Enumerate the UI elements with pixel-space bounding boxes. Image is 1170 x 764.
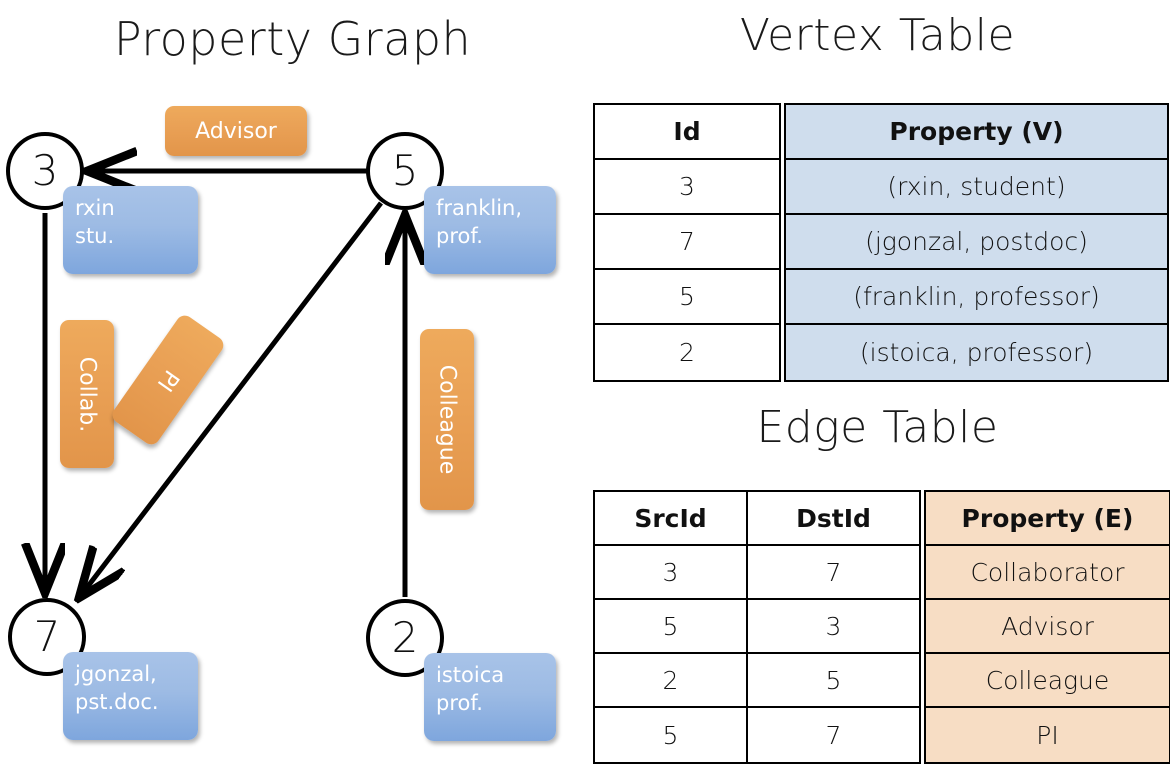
vertex-table-header-id: Id [595,105,779,160]
graph-node-7-property-line2: pst.doc. [75,689,159,714]
graph-node-3-property-line1: rxin [75,196,115,220]
edge-label-advisor: Advisor [165,106,307,156]
table-row: (franklin, professor) [786,270,1167,325]
graph-node-2-label: 2 [391,613,419,662]
graph-node-3-label: 3 [31,146,59,195]
edge-table-header-srcid: SrcId [595,492,746,546]
edge-table-header-dstid: DstId [748,492,919,546]
graph-node-2[interactable]: 2 [366,599,444,677]
edge-label-advisor-text: Advisor [195,118,277,144]
table-row: 5 [662,720,679,750]
edge-table-column-srcid: SrcId 3 5 2 5 [593,490,748,764]
edge-table-header-property: Property (E) [926,492,1169,546]
graph-node-2-property-box: istoica prof. [424,653,556,741]
graph-node-7-property-box: jgonzal, pst.doc. [63,652,198,740]
edge-label-collab: Collab. [60,320,114,468]
table-row: Colleague [926,654,1169,708]
page-title-edge-table: Edge Table [756,402,999,453]
edge-label-colleague-text: Colleague [434,364,460,475]
vertex-table: Id 3 7 5 2 Property (V) (rxin, student) … [593,103,1169,382]
edge-label-pi-text: PI [152,364,184,396]
edge-line-5-to-7 [82,201,383,594]
table-row: 5 [595,600,746,654]
vertex-table-column-id: Id 3 7 5 2 [593,103,781,382]
graph-node-5-property-line2: prof. [436,223,483,248]
edge-label-colleague: Colleague [420,329,474,510]
property-graph-diagram: 3 rxin stu. 5 franklin, prof. 7 jgonzal,… [0,0,585,760]
graph-node-2-property-line1: istoica [436,663,505,687]
table-row: 3 [748,600,919,654]
graph-node-3-property-box: rxin stu. [63,186,198,274]
vertex-table-column-property: Property (V) (rxin, student) (jgonzal, p… [784,103,1169,382]
edge-table-column-property: Property (E) Collaborator Advisor Collea… [924,490,1170,764]
table-row: Collaborator [926,546,1169,600]
table-row: (rxin, student) [786,160,1167,215]
table-row: 2 [595,654,746,708]
graph-node-7-label: 7 [33,612,61,661]
graph-edge-lines [0,0,585,760]
edge-table-column-dstid: DstId 7 3 5 7 [746,490,921,764]
table-row: 7 [595,215,779,270]
table-row: 7 [748,546,919,600]
table-row: (jgonzal, postdoc) [786,215,1167,270]
edge-label-collab-text: Collab. [74,356,100,432]
table-row: 5 [748,654,919,708]
graph-node-5[interactable]: 5 [366,132,444,210]
table-row: 3 [595,160,779,215]
graph-node-7-property-line1: jgonzal, [75,662,157,686]
table-row: 2 [679,338,695,367]
table-row: Advisor [926,600,1169,654]
page-title-property-graph: Property Graph [113,12,472,66]
table-row: 7 [825,720,842,750]
page-title-vertex-table: Vertex Table [739,10,1016,61]
graph-node-5-property-box: franklin, prof. [424,186,556,274]
graph-node-2-property-line2: prof. [436,690,483,715]
edge-table: SrcId 3 5 2 5 DstId 7 3 5 7 Property (E)… [593,490,1170,764]
vertex-table-header-property: Property (V) [786,105,1167,160]
graph-node-5-label: 5 [391,146,419,195]
graph-node-3-property-line2: stu. [75,223,115,248]
table-row: 3 [595,546,746,600]
table-row: (istoica, professor) [859,338,1094,367]
table-row: PI [1036,720,1059,750]
table-row: 5 [595,270,779,325]
graph-node-5-property-line1: franklin, [436,196,523,220]
